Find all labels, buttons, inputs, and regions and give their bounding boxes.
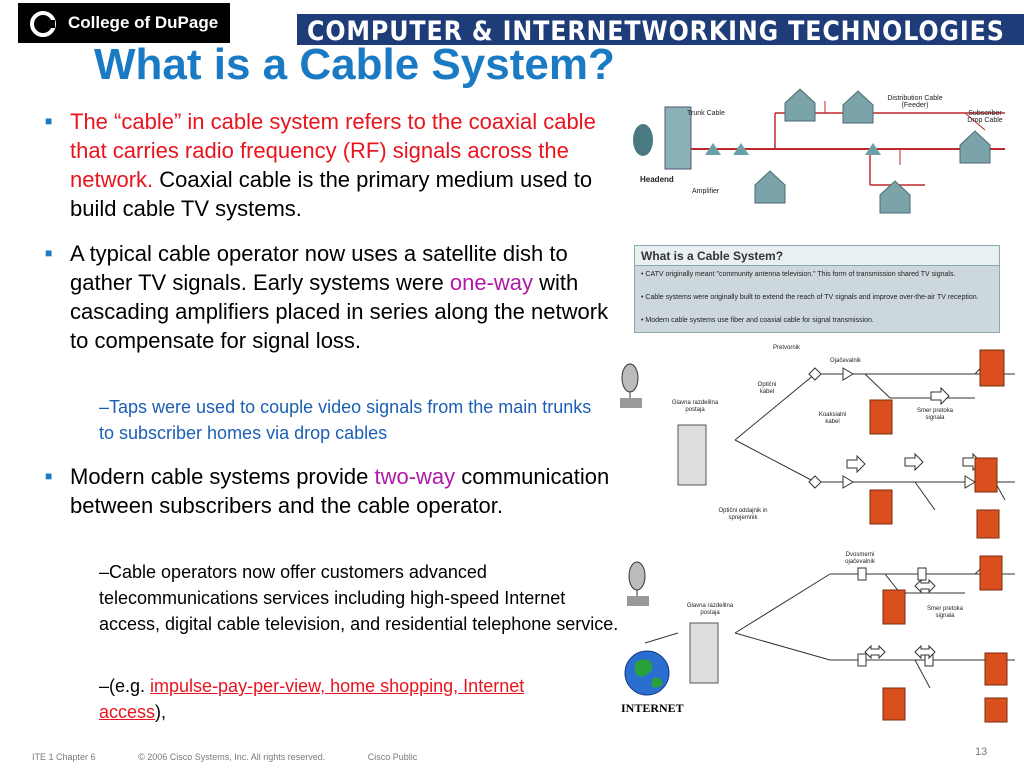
amplifier-icon [865,143,881,155]
page-number: 13 [975,746,988,758]
college-name: College of DuPage [68,13,219,32]
department-banner: COMPUTER & INTERNETWORKING TECHNOLOGIES [297,14,1024,47]
house-icon [959,130,991,164]
amplifier-icon [733,143,749,155]
converter-icon [808,475,822,489]
bullet-marker: ■ [45,469,53,483]
building-icon [974,457,998,493]
two-way-arrow-icon [914,578,936,594]
building-icon [869,399,893,435]
opticni-oddajnik-label: Optični oddajnik in sprejemnik [718,508,768,521]
bullet-3: ■ Modern cable systems provide two-way c… [45,462,613,520]
house-icon [879,180,911,214]
amplifier-icon [842,367,854,381]
signal-arrow-icon [930,386,950,406]
pretvornik-label: Pretvornik [773,345,801,351]
building-icon [976,509,1000,539]
headend-label: Headend [640,175,674,184]
smer-pretoka-label: Smer pretoka signala [926,606,963,619]
cable-system-diagram: Trunk Cable Distribution Cable (Feeder) … [625,85,1020,220]
footer-copyright: © 2006 Cisco Systems, Inc. All rights re… [138,752,326,762]
internet-label: INTERNET [621,701,684,715]
internet-globe-icon [624,650,670,696]
smer-pretoka-label: Smer pretoka signala [916,408,953,421]
bidirectional-amplifier-icon [857,567,867,581]
ojacevalnik-label: Ojačevalnik [830,358,862,364]
subpoint-2-pre: –(e.g. [99,676,151,696]
info-box-header: What is a Cable System? [635,246,999,266]
koaksialni-kabel-label: Koaksialni kabel [818,412,847,425]
subscriber-drop-label: Subscriber Drop Cable [967,110,1003,124]
bullet-2-text-post: with cascading amplifiers placed in seri… [70,270,609,353]
building-icon [979,349,1005,387]
one-way-network-illustration [620,349,1015,539]
two-way-arrow-icon [914,644,936,660]
amplifier-label: Amplifier [692,188,720,195]
bullet-3-subpoint-2: –(e.g. impulse-pay-per-view, home shoppi… [99,673,589,725]
distribution-cable-label: Distribution Cable (Feeder) [887,95,943,109]
house-icon [784,88,816,122]
college-logo-icon [30,11,56,37]
signal-arrow-icon [904,452,924,472]
converter-icon [808,367,822,381]
signal-arrow-icon [846,454,866,474]
building-icon [984,652,1008,686]
info-line-2: • Cable systems were originally built to… [641,294,979,301]
bullet-1-text: Coaxial cable is the primary medium used… [70,167,593,221]
info-line-1: • CATV originally meant "community anten… [641,271,956,278]
two-way-network-diagram: Dvosmerni ojačevalnik Glavna razdelilna … [615,548,1020,723]
footer: ITE 1 Chapter 6 © 2006 Cisco Systems, In… [32,752,457,762]
info-box-title: What is a Cable System? [641,249,784,263]
house-icon [842,90,874,124]
satellite-dish-icon [627,561,649,606]
college-logo: College of DuPage [18,3,230,43]
trunk-cable-label: Trunk Cable [687,110,725,117]
bullet-1: ■ The “cable” in cable system refers to … [45,107,613,223]
two-way-arrow-icon [864,644,886,660]
building-icon [984,697,1008,723]
info-line-3: • Modern cable systems use fiber and coa… [641,317,874,324]
dvosmerni-ojacevalnik-label: Dvosmerni ojačevalnik [845,552,875,565]
building-icon [882,589,906,625]
bidirectional-amplifier-icon [857,653,867,667]
bullet-2: ■ A typical cable operator now uses a sa… [45,239,613,355]
info-box: What is a Cable System? • CATV originall… [634,245,1000,333]
subpoint-2-post: ), [155,702,167,722]
satellite-dish-icon [620,363,642,408]
two-way-network-illustration [624,555,1015,723]
bullet-2-highlight: one-way [449,270,533,295]
glavna-postaja-label: Glavna razdelilna postaja [686,603,734,616]
headend-equipment-icon [689,622,719,684]
bullet-2-text-pre: A typical cable operator now uses a sate… [70,241,568,295]
footer-classification: Cisco Public [367,752,418,762]
amplifier-icon [705,143,721,155]
building-icon [882,687,906,721]
house-icon [754,170,786,204]
bullet-1-highlight: The “cable” in cable system refers to th… [70,109,596,192]
satellite-dish-icon [633,124,653,156]
building-icon [869,489,893,525]
services-link[interactable]: impulse-pay-per-view, home shopping, Int… [99,676,525,722]
amplifier-icon [964,475,976,489]
cable-network-illustration [633,88,1005,214]
glavna-postaja-label: Glavna razdelilna postaja [671,400,719,413]
headend-equipment-icon [677,424,707,486]
amplifier-icon [842,475,854,489]
opticni-kabel-label: Optični kabel [757,382,777,395]
bullet-3-text-pre: Modern cable systems provide [70,464,375,489]
building-icon [979,555,1003,591]
bidirectional-amplifier-icon [917,567,927,581]
bullet-3-highlight: two-way [374,464,456,489]
headend-building-icon [664,106,692,170]
bullet-3-subpoint-1: –Cable operators now offer customers adv… [99,562,619,634]
bullet-marker: ■ [45,114,53,128]
slide-title: What is a Cable System? [94,40,615,89]
footer-chapter: ITE 1 Chapter 6 [32,752,96,762]
bullet-2-subpoint: –Taps were used to couple video signals … [99,397,592,443]
one-way-network-diagram: Pretvornik Ojačevalnik Optični kabel Gla… [615,340,1020,540]
bullet-marker: ■ [45,246,53,260]
department-title: COMPUTER & INTERNETWORKING TECHNOLOGIES [307,16,1005,47]
bullet-3-text-post: communication between subscribers and th… [70,464,610,518]
